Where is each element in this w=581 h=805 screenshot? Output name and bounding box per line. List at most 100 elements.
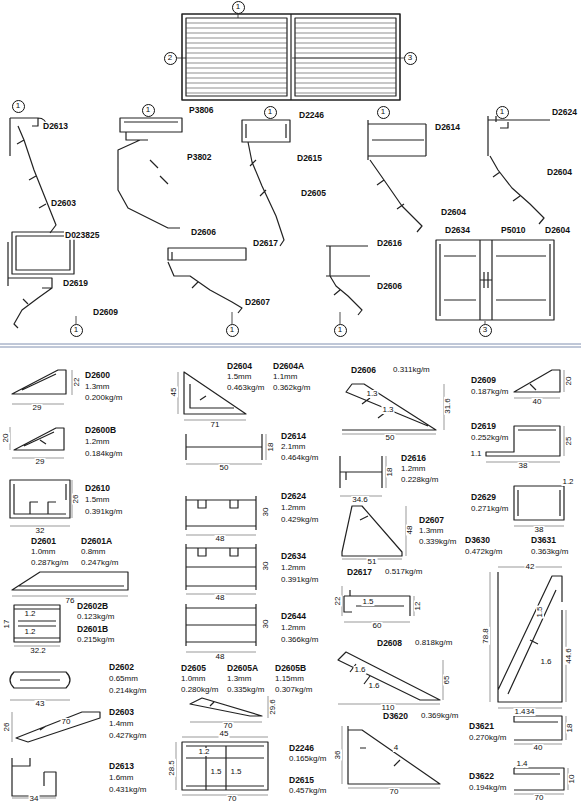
shutter-slat	[295, 63, 396, 64]
dimension: 28.5	[168, 759, 176, 777]
spec-text: 1.3mm	[418, 527, 444, 535]
profile-code: D2634	[280, 552, 307, 561]
spec-text: 1.0mm	[180, 675, 206, 683]
profile-code: D2615	[296, 154, 323, 163]
spec-text: 0.165kg/m	[288, 755, 327, 763]
profile-code: D2604	[546, 168, 573, 177]
spec-text: 0.339kg/m	[418, 538, 457, 546]
dimension: 1.2	[23, 610, 36, 618]
dimension: 1.6	[539, 658, 552, 666]
dimension: 1.2	[561, 478, 574, 486]
dimension: 44.6	[565, 647, 573, 665]
profile-code: D3621	[468, 722, 495, 731]
callout-number: 1	[338, 326, 342, 334]
dimension: 51	[367, 558, 378, 566]
profile-code: D2616	[400, 454, 427, 463]
dimension: 22	[73, 377, 81, 388]
spec-text: 0.464kg/m	[280, 454, 319, 462]
profile-code: D2624	[280, 492, 307, 501]
spec-text: 2.1mm	[280, 443, 306, 451]
shutter-slat	[186, 38, 287, 39]
spec-text: 0.369kg/m	[420, 712, 459, 720]
shutter-slat	[186, 53, 287, 54]
callout-number: 1	[268, 108, 272, 116]
profile-code: D2614	[280, 432, 307, 441]
spec-text: 1.2mm	[400, 465, 426, 473]
dimension: 1.5	[209, 768, 222, 776]
profile-code: D2617	[252, 239, 279, 248]
profile-code: D3622	[468, 772, 495, 781]
spec-text: 0.247kg/m	[80, 559, 119, 567]
profile-code: D2609	[92, 308, 119, 317]
callout-circle: 1	[264, 106, 277, 119]
shutter-slat	[295, 93, 396, 94]
profile-code: D2604	[226, 362, 253, 371]
dimension: 40	[533, 744, 544, 752]
dimension: 1.1	[469, 450, 482, 458]
profile-code: D2608	[376, 639, 403, 648]
spec-text: 0.280kg/m	[180, 686, 219, 694]
shutter-slat	[186, 68, 287, 69]
spec-text: 0.252kg/m	[470, 434, 509, 442]
spec-text: 0.517kg/m	[384, 568, 423, 576]
callout-number: 1	[381, 108, 385, 116]
callout-circle: 1	[226, 324, 239, 337]
dimension: 70	[223, 722, 234, 730]
callout-number: 1	[16, 102, 20, 110]
shutter-slat	[186, 58, 287, 59]
dimension: 42	[525, 563, 536, 571]
shutter-slat	[295, 28, 396, 29]
spec-text: 0.228kg/m	[400, 476, 439, 484]
dimension: 65	[443, 675, 451, 686]
profile-code: P3806	[188, 106, 215, 115]
profile-code: D2600B	[84, 426, 117, 435]
dimension: 78.8	[482, 627, 490, 645]
spec-text: 1.0mm	[30, 548, 56, 556]
callout-number: 3	[483, 326, 487, 334]
shutter-slat	[295, 23, 396, 24]
profile-code: D023825	[64, 231, 101, 240]
profile-code: D2605A	[226, 664, 259, 673]
spec-text: 0.65mm	[108, 675, 139, 683]
callout-circle: 1	[377, 106, 390, 119]
callout-number: 2	[168, 54, 172, 62]
spec-text: 0.335kg/m	[226, 686, 265, 694]
callout-number: 3	[408, 54, 412, 62]
callout-circle: 1	[334, 324, 347, 337]
profile-code: D2601A	[80, 537, 113, 546]
spec-text: 1.5mm	[226, 373, 252, 381]
shutter-slat	[295, 53, 396, 54]
profile-code: D2613	[108, 762, 135, 771]
dimension: 45	[219, 730, 230, 738]
dimension: 1.6	[367, 682, 380, 690]
spec-text: 0.429kg/m	[280, 516, 319, 524]
profile-code: D2609	[470, 376, 497, 385]
dimension: 45	[170, 387, 178, 398]
spec-text: 1.15mm	[274, 675, 305, 683]
profile-code: D2606	[350, 366, 377, 375]
dimension: 50	[219, 464, 230, 472]
dimension: 18	[386, 467, 394, 478]
dimension: 70	[61, 718, 72, 726]
dimension: 76	[65, 597, 76, 605]
dimension: 1.2	[197, 748, 210, 756]
spec-text: 0.194kg/m	[468, 784, 507, 792]
dimension: 48	[215, 535, 226, 543]
callout-circle: 1	[70, 324, 83, 337]
shutter-slat	[295, 38, 396, 39]
dimension: 31.6	[444, 397, 452, 415]
callout-circle: 3	[404, 52, 417, 65]
profile-code: D3631	[530, 536, 557, 545]
profile-code: D2602	[108, 663, 135, 672]
dimension: 26	[72, 494, 80, 505]
dimension: 34	[29, 795, 40, 803]
spec-text: 0.270kg/m	[468, 734, 507, 742]
profile-code: D2606	[190, 228, 217, 237]
shutter-slat	[186, 83, 287, 84]
shutter-slat	[295, 58, 396, 59]
callout-number: 1	[230, 326, 234, 334]
dimension: 4	[393, 744, 399, 752]
dimension: 1.2	[23, 628, 36, 636]
spec-text: 0.472kg/m	[464, 548, 503, 556]
profile-code: D2246	[288, 744, 315, 753]
